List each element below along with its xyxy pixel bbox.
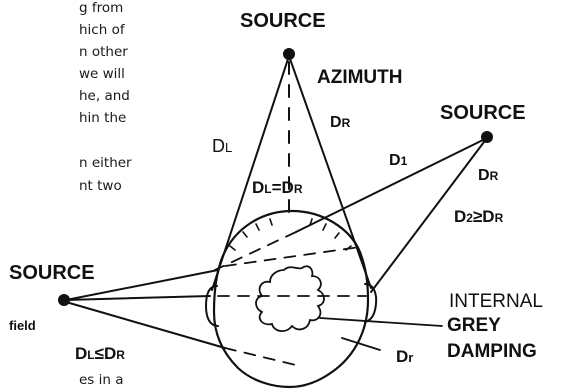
label-dl-le-dr: DL≤DR	[75, 344, 125, 363]
ray-left-to-near-ear	[65, 295, 211, 301]
label-internal: INTERNAL	[449, 291, 543, 312]
label-dl-equals-dr: DL=DR	[252, 178, 303, 197]
source-top-dot	[283, 48, 295, 60]
ray-top-to-right-ear	[288, 55, 372, 289]
label-dl-top: DL	[212, 136, 232, 156]
label-dr-top: DR	[330, 114, 351, 131]
source-left-dot	[58, 294, 70, 306]
ray-right-inside-head	[214, 231, 297, 271]
internal-grey-damping	[255, 265, 325, 332]
ray-right-to-near-ear	[370, 137, 488, 293]
label-field: field	[9, 318, 36, 333]
label-source-left: SOURCE	[9, 262, 95, 284]
text-fragment-5: he, and	[79, 88, 130, 104]
leader-internal-grey	[319, 317, 443, 327]
leader-dr-lower	[341, 337, 381, 351]
source-right-dot	[481, 131, 493, 143]
label-damping: DAMPING	[447, 341, 537, 362]
label-dr-right: DR	[478, 167, 499, 184]
ray-right-to-far-side	[295, 137, 488, 233]
text-fragment-2: hich of	[79, 22, 125, 38]
text-fragment-3: n other	[79, 44, 128, 60]
hair-marks	[229, 218, 352, 251]
label-d2-ge-dr: D2≥DR	[454, 207, 504, 226]
label-azimuth: AZIMUTH	[317, 67, 402, 88]
text-fragment-7: n either	[79, 155, 132, 171]
label-d1-right: D1	[389, 152, 408, 169]
head-outline	[212, 209, 370, 389]
text-fragment-8: nt two	[79, 178, 122, 194]
text-fragment-9: es in a	[79, 372, 124, 388]
ray-left-upper	[65, 269, 219, 301]
internal-path-lower	[224, 347, 301, 367]
text-fragment-1: g from	[79, 0, 124, 16]
ray-top-to-left-ear	[211, 55, 290, 291]
internal-path-upper	[224, 246, 361, 267]
label-source-top: SOURCE	[240, 10, 326, 32]
label-source-right: SOURCE	[440, 102, 526, 124]
ray-left-lower	[65, 301, 226, 349]
text-fragment-4: we will	[79, 66, 125, 82]
left-ear	[204, 285, 219, 327]
label-grey: GREY	[447, 315, 501, 336]
label-dr-lower: Dr	[396, 347, 413, 366]
text-fragment-6: hin the	[79, 110, 127, 126]
